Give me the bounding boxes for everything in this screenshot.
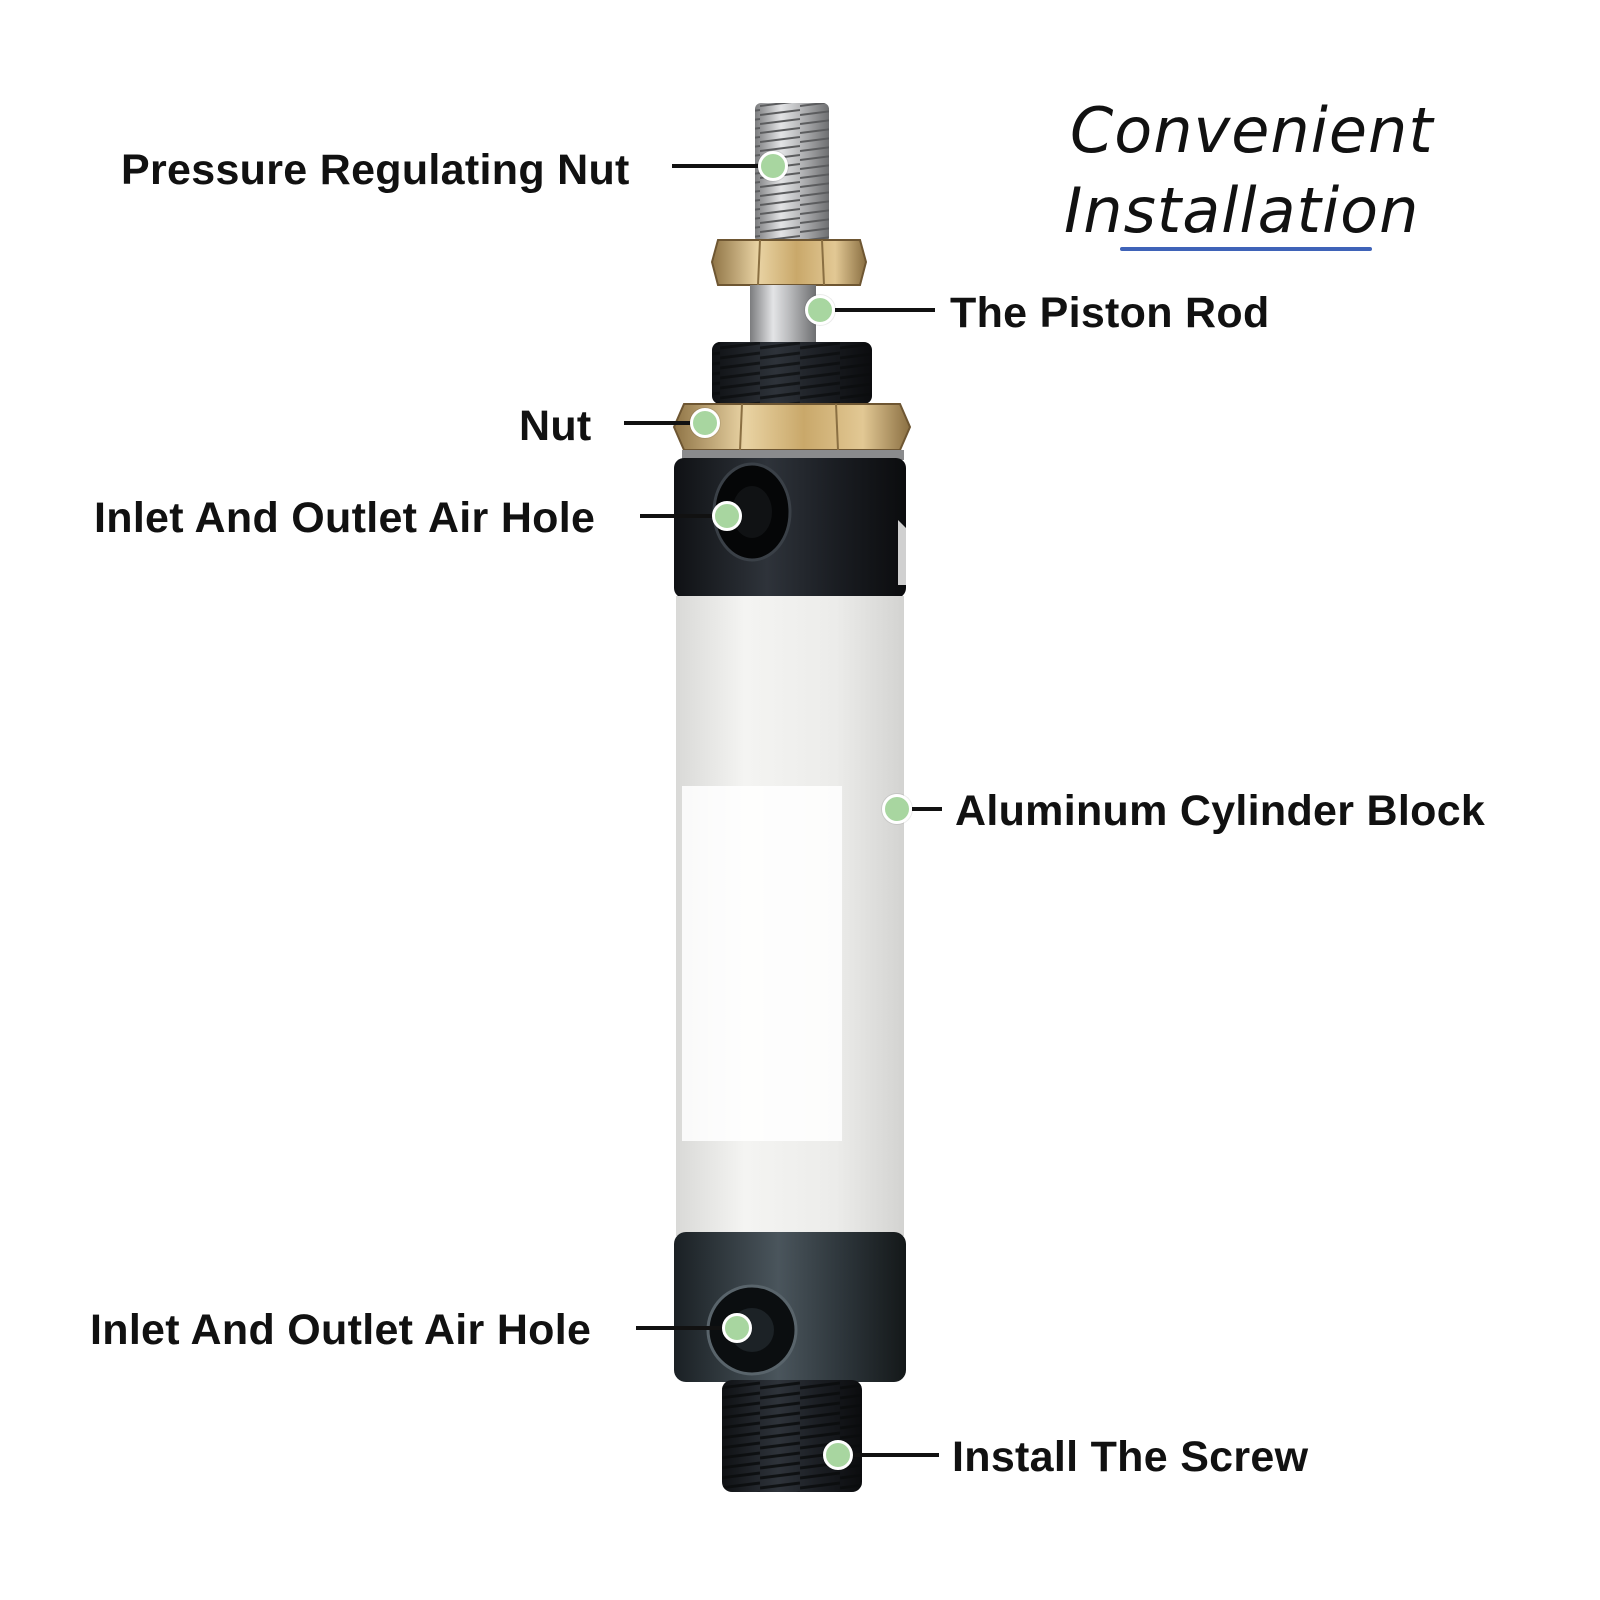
- marker-nut: [690, 408, 720, 438]
- hex-nut-upper: [710, 239, 868, 286]
- leader-piston-rod: [835, 308, 935, 312]
- marker-install-screw: [823, 1440, 853, 1470]
- headline-underline: [1120, 247, 1372, 251]
- marker-air-hole-top: [712, 501, 742, 531]
- headline-line-1: Convenient: [1070, 94, 1434, 167]
- label-nut: Nut: [519, 402, 592, 450]
- marker-piston-rod: [805, 295, 835, 325]
- marker-cylinder-block: [882, 794, 912, 824]
- leader-air-hole-top: [640, 514, 712, 518]
- label-cylinder-block: Aluminum Cylinder Block: [955, 787, 1486, 835]
- label-piston-rod: The Piston Rod: [950, 289, 1270, 337]
- label-air-hole-top: Inlet And Outlet Air Hole: [94, 494, 596, 542]
- leader-air-hole-bottom: [636, 1326, 726, 1330]
- top-end-cap: [674, 458, 906, 598]
- label-pressure-regulating-nut: Pressure Regulating Nut: [121, 146, 630, 194]
- leader-pressure-regulating-nut: [672, 164, 758, 168]
- marker-air-hole-bottom: [722, 1313, 752, 1343]
- leader-cylinder-block: [912, 807, 942, 811]
- label-install-screw: Install The Screw: [952, 1433, 1309, 1481]
- headline-line-2: Installation: [1064, 174, 1420, 247]
- label-air-hole-bottom: Inlet And Outlet Air Hole: [90, 1306, 592, 1354]
- leader-nut: [624, 421, 690, 425]
- marker-pressure-regulating-nut: [758, 151, 788, 181]
- leader-install-screw: [853, 1453, 939, 1457]
